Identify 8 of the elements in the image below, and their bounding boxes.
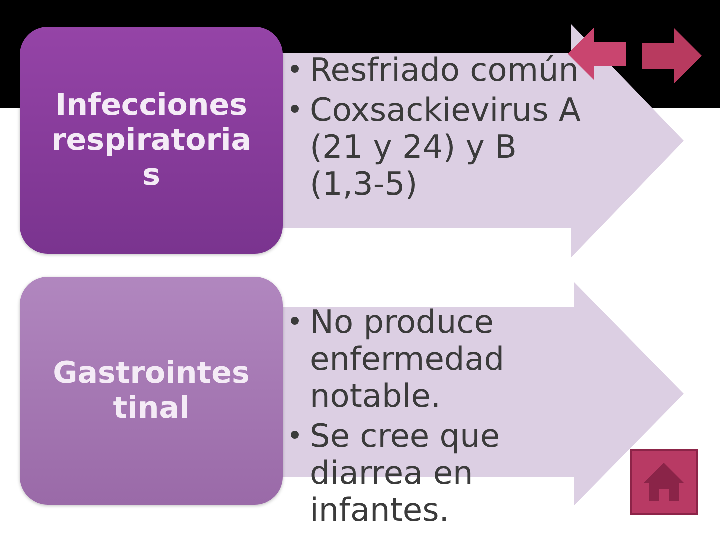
bullet-text: No produce enfermedad notable. <box>310 304 506 415</box>
category-title: Infecciones respiratorias <box>50 88 253 193</box>
bullet-text: Coxsackievirus A (21 y 24) y B (1,3-5) <box>310 92 582 203</box>
bullet-text: Se cree que diarrea en infantes. <box>310 418 502 529</box>
bullet-text: Resfriado común <box>310 52 580 89</box>
category-tile <box>20 277 283 505</box>
category-tile <box>20 27 283 254</box>
category-title: Gastrointestinal <box>52 356 251 426</box>
